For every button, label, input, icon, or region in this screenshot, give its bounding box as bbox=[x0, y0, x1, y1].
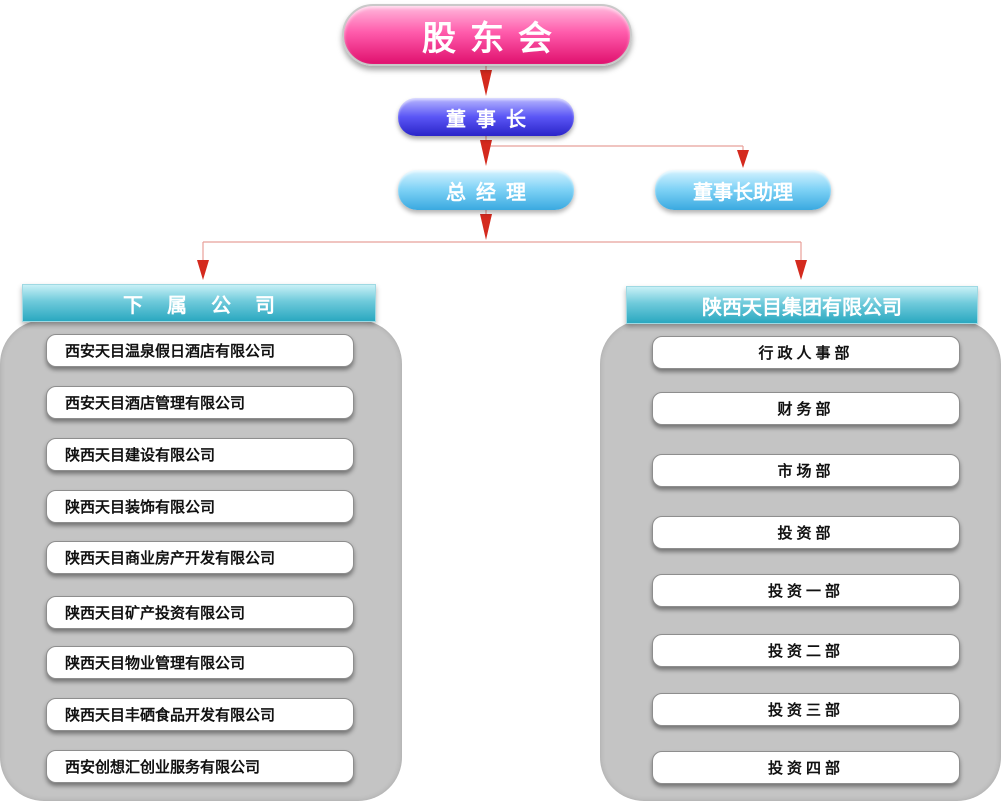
group-header: 陕西天目集团有限公司 bbox=[626, 286, 978, 324]
shareholders-node: 股东会 bbox=[342, 4, 632, 66]
department-item[interactable]: 投资部 bbox=[652, 516, 960, 549]
general-manager-node: 总经理 bbox=[398, 170, 574, 210]
general-manager-label: 总经理 bbox=[446, 179, 536, 204]
subsidiary-label: 陕西天目建设有限公司 bbox=[65, 446, 216, 464]
chairman-assistant-label: 董事长助理 bbox=[693, 179, 793, 204]
chairman-node: 董事长 bbox=[398, 98, 574, 136]
department-item[interactable]: 投资一部 bbox=[652, 574, 960, 607]
department-item[interactable]: 行政人事部 bbox=[652, 336, 960, 369]
arrow-to-manager bbox=[480, 140, 492, 166]
chairman-label: 董事长 bbox=[446, 106, 536, 131]
arrow-group bbox=[197, 70, 807, 280]
subsidiary-item[interactable]: 西安创想汇创业服务有限公司 bbox=[46, 750, 354, 783]
subsidiary-label: 陕西天目丰硒食品开发有限公司 bbox=[65, 706, 276, 724]
group-header-label: 陕西天目集团有限公司 bbox=[702, 294, 902, 319]
subsidiary-label: 西安天目酒店管理有限公司 bbox=[65, 394, 246, 412]
subsidiaries-header: 下属公司 bbox=[22, 284, 376, 322]
department-label: 行政人事部 bbox=[758, 344, 854, 362]
subsidiary-item[interactable]: 陕西天目商业房产开发有限公司 bbox=[46, 541, 354, 574]
department-item[interactable]: 市场部 bbox=[652, 454, 960, 487]
subsidiary-item[interactable]: 陕西天目物业管理有限公司 bbox=[46, 646, 354, 679]
arrow-to-assistant bbox=[737, 150, 749, 168]
chairman-assistant-node: 董事长助理 bbox=[655, 170, 831, 210]
subsidiary-item[interactable]: 陕西天目装饰有限公司 bbox=[46, 490, 354, 523]
arrow-to-chairman bbox=[480, 70, 492, 96]
department-label: 投资一部 bbox=[767, 582, 844, 600]
subsidiary-label: 西安创想汇创业服务有限公司 bbox=[65, 758, 261, 776]
subsidiary-item[interactable]: 陕西天目建设有限公司 bbox=[46, 438, 354, 471]
subsidiary-item[interactable]: 陕西天目矿产投资有限公司 bbox=[46, 596, 354, 629]
subsidiary-label: 陕西天目装饰有限公司 bbox=[65, 498, 216, 516]
arrow-to-group bbox=[795, 260, 807, 280]
subsidiary-label: 陕西天目商业房产开发有限公司 bbox=[65, 549, 276, 567]
subsidiaries-header-label: 下属公司 bbox=[123, 292, 299, 317]
department-label: 投资二部 bbox=[767, 642, 844, 660]
department-label: 财务部 bbox=[777, 400, 835, 418]
subsidiary-label: 西安天目温泉假日酒店有限公司 bbox=[65, 342, 276, 360]
subsidiary-label: 陕西天目物业管理有限公司 bbox=[65, 654, 246, 672]
arrow-to-subsidiaries bbox=[197, 260, 209, 280]
department-label: 投资部 bbox=[777, 524, 835, 542]
arrow-from-manager bbox=[480, 214, 492, 240]
shareholders-label: 股东会 bbox=[422, 18, 566, 59]
department-label: 投资四部 bbox=[767, 759, 844, 777]
department-item[interactable]: 投资四部 bbox=[652, 751, 960, 784]
connector-group bbox=[202, 66, 802, 262]
department-item[interactable]: 投资三部 bbox=[652, 693, 960, 726]
department-label: 投资三部 bbox=[767, 701, 844, 719]
subsidiary-label: 陕西天目矿产投资有限公司 bbox=[65, 604, 246, 622]
subsidiary-item[interactable]: 西安天目温泉假日酒店有限公司 bbox=[46, 334, 354, 367]
department-label: 市场部 bbox=[777, 462, 835, 480]
subsidiary-item[interactable]: 陕西天目丰硒食品开发有限公司 bbox=[46, 698, 354, 731]
department-item[interactable]: 投资二部 bbox=[652, 634, 960, 667]
department-item[interactable]: 财务部 bbox=[652, 392, 960, 425]
subsidiary-item[interactable]: 西安天目酒店管理有限公司 bbox=[46, 386, 354, 419]
